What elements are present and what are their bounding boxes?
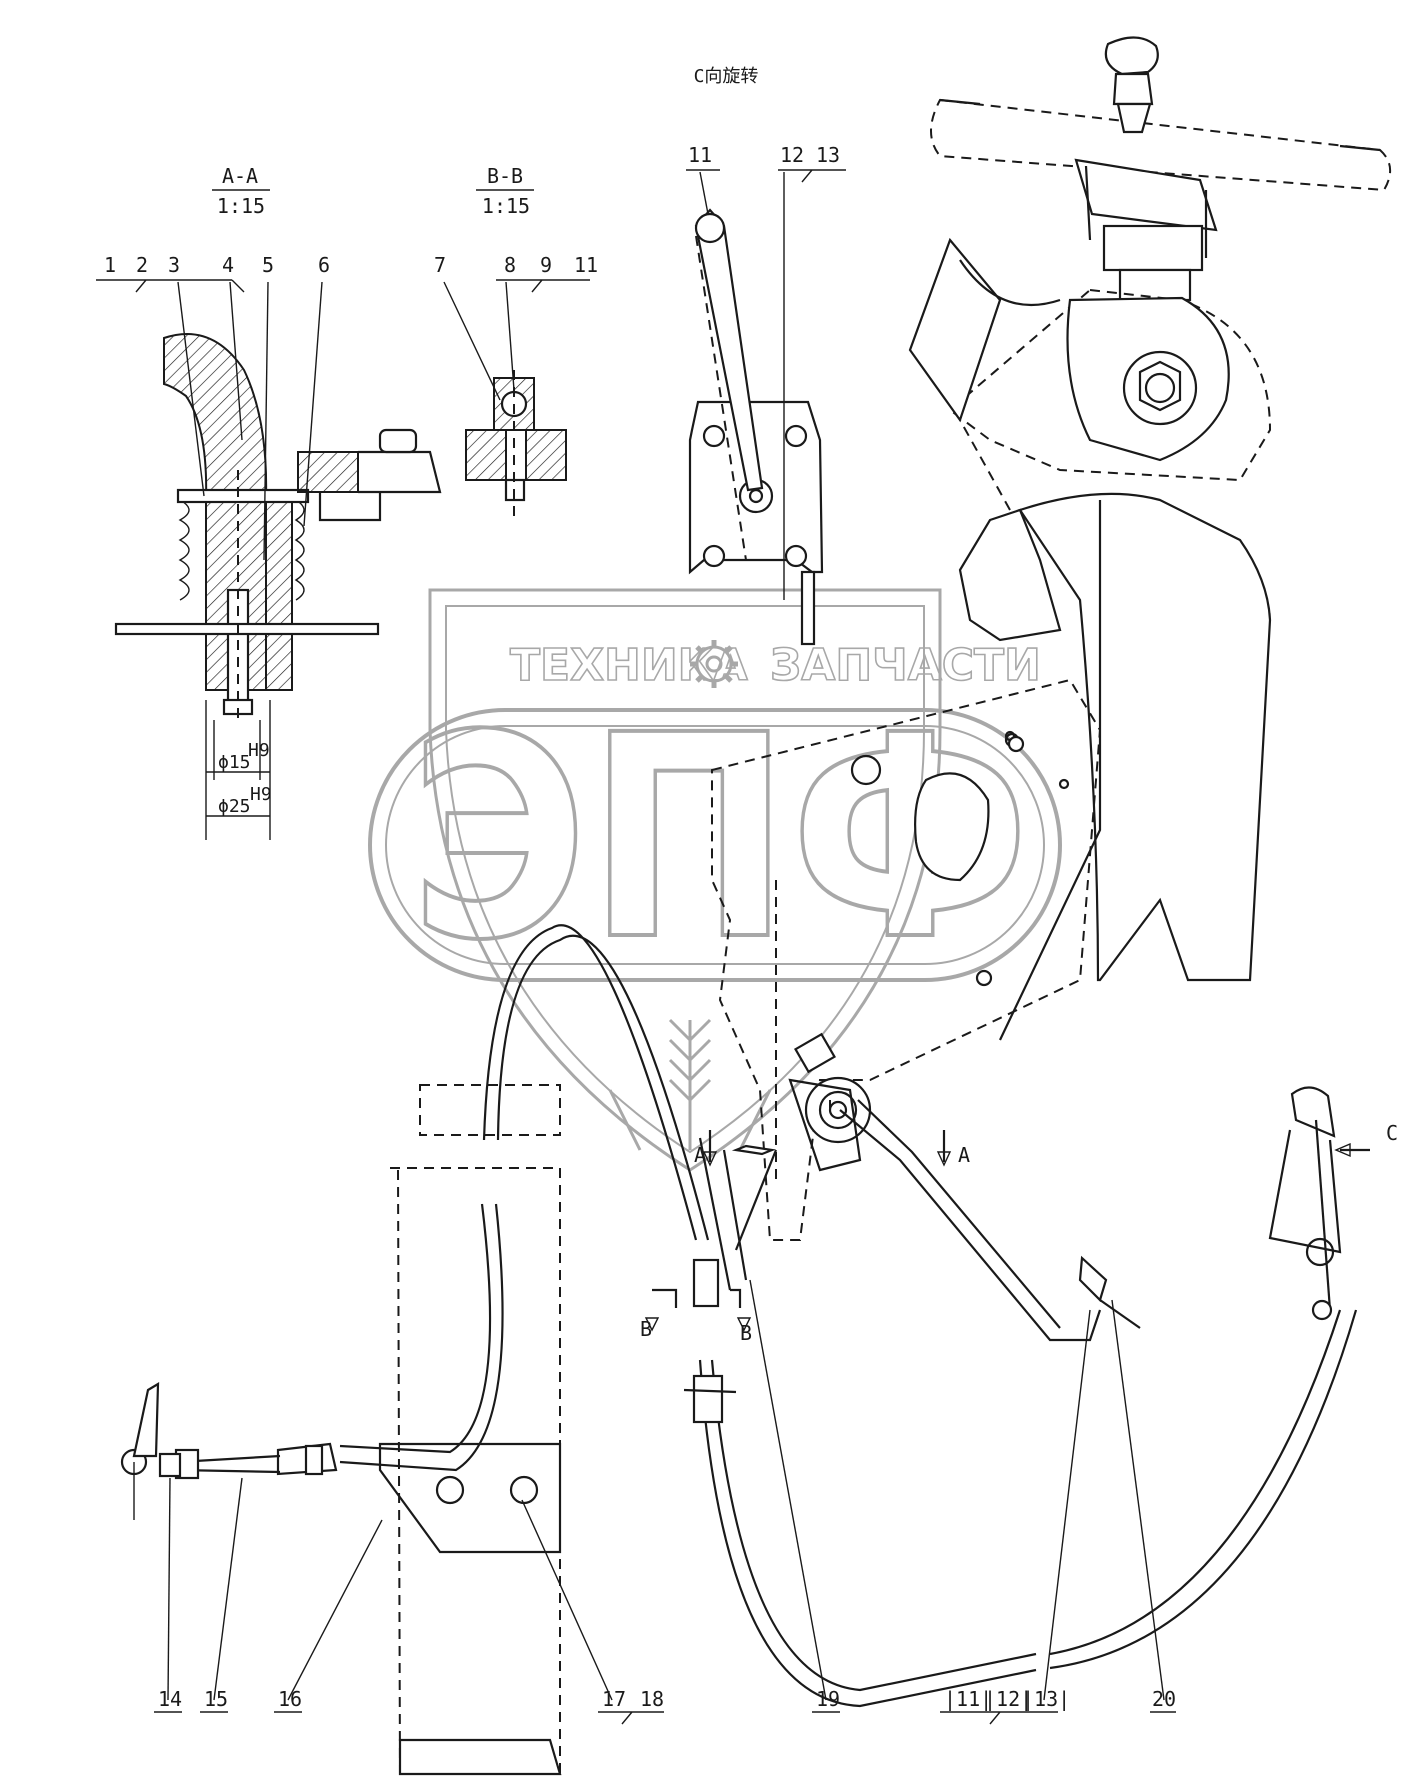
callout: 11: [574, 253, 598, 277]
marker-b-left: B: [640, 1317, 652, 1341]
callout: 9: [540, 253, 552, 277]
callout: 12: [780, 143, 804, 167]
marker-a-left: A: [694, 1143, 706, 1167]
section-markers: A A B B C: [640, 1121, 1398, 1345]
callout: |12|: [984, 1687, 1032, 1711]
marker-a-right: A: [958, 1143, 970, 1167]
callout: |11|: [944, 1687, 992, 1711]
callout: 13: [816, 143, 840, 167]
callout: 14: [158, 1687, 182, 1711]
view-label: C向旋转: [694, 66, 759, 87]
dim-25: ϕ25: [218, 796, 251, 817]
spring: [178, 499, 305, 601]
hand-lever-assembly: 11 12 13: [686, 143, 846, 646]
section-a-a-title: A-A: [222, 164, 258, 188]
callout: 18: [640, 1687, 664, 1711]
callout: 19: [816, 1687, 840, 1711]
marker-b-right: B: [740, 1321, 752, 1345]
dim-15-tol: H9: [248, 740, 270, 761]
callout: 5: [262, 253, 274, 277]
view-note: C向旋转: [694, 66, 759, 87]
section-b-b: B-B 1:15 7 8 9 11: [434, 164, 598, 520]
callout: 1: [104, 253, 116, 277]
callout: 4: [222, 253, 234, 277]
callout: 6: [318, 253, 330, 277]
callout: 8: [504, 253, 516, 277]
callout: 17: [602, 1687, 626, 1711]
cables: [339, 924, 1358, 1708]
lower-left-assembly: [120, 1084, 1342, 1776]
dim-15: ϕ15: [218, 752, 251, 773]
section-a-a: A-A 1:15 ϕ15 H9 ϕ25: [96, 164, 442, 840]
dim-25-tol: H9: [250, 784, 272, 805]
marker-c: C: [1386, 1121, 1398, 1145]
callout: 2: [136, 253, 148, 277]
section-b-b-scale: 1:15: [482, 194, 530, 218]
steering-assembly: [692, 36, 1391, 1342]
callouts-top: 11 12 13: [686, 143, 846, 600]
section-b-b-title: B-B: [487, 164, 523, 188]
callout: |13|: [1022, 1687, 1070, 1711]
callouts-bb: 7 8 9 11: [434, 253, 598, 401]
callout: 15: [204, 1687, 228, 1711]
callouts-aa: 1 2 3 4 5 6: [96, 253, 330, 561]
watermark-text-right: ЗАПЧАСТИ: [770, 640, 1041, 691]
lever-arm: [163, 333, 268, 691]
wheat-emblem: [608, 1018, 772, 1151]
gear-icon: [690, 640, 738, 688]
logo-oval: [368, 708, 1062, 982]
callout: 11: [688, 143, 712, 167]
callout: 7: [434, 253, 446, 277]
callouts-bottom: 14 15 16 17 18 19 |11| |12| |13| 20: [154, 1279, 1176, 1725]
callout: 16: [278, 1687, 302, 1711]
section-a-a-scale: 1:15: [217, 194, 265, 218]
callout: 3: [168, 253, 180, 277]
shield-outline: [428, 588, 942, 1172]
